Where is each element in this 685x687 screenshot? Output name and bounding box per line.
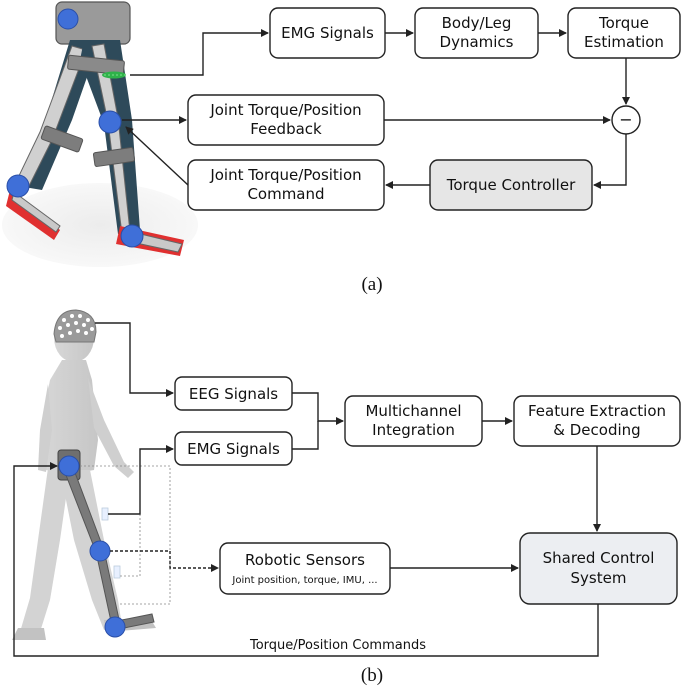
knee-joint-icon (98, 110, 122, 134)
hip-joint-icon (57, 8, 79, 30)
panel-b-boxes: EEG Signals EMG Signals Multichannel Int… (174, 376, 681, 605)
panel-a-boxes: EMG Signals Body/Leg Dynamics Torque Est… (187, 7, 681, 211)
joint-feedback-label-2: Feedback (250, 120, 322, 138)
exoskeleton-legs-illustration (2, 1, 198, 267)
panel-b-arrows (13, 322, 601, 657)
body-leg-dynamics-label-1: Body/Leg (442, 14, 512, 32)
caption-a: (a) (361, 274, 382, 295)
feature-extraction-label-1: Feature Extraction (528, 402, 666, 420)
joint-feedback-label-1: Joint Torque/Position (209, 101, 361, 119)
torque-controller-label: Torque Controller (446, 176, 576, 194)
front-ankle-joint-icon (120, 224, 144, 248)
eeg-signals-label: EEG Signals (189, 385, 278, 403)
emg-signals-label-b: EMG Signals (187, 440, 280, 458)
emg-signals-label: EMG Signals (281, 24, 374, 42)
exo-ankle-joint-icon (104, 616, 126, 638)
multichannel-label-2: Integration (372, 421, 455, 439)
exo-hip-joint-icon (58, 455, 80, 477)
rear-ankle-joint-icon (6, 174, 30, 198)
joint-command-label-2: Command (247, 185, 324, 203)
shared-control-label-1: Shared Control (543, 549, 655, 567)
human-with-exoskeleton-illustration (12, 309, 171, 640)
multichannel-label-1: Multichannel (365, 402, 461, 420)
shared-control-label-2: System (571, 569, 627, 587)
torque-estimation-label-2: Estimation (584, 33, 664, 51)
caption-b: (b) (361, 665, 383, 686)
emg-electrode-icon (102, 71, 126, 79)
robotic-sensors-label: Robotic Sensors (245, 551, 365, 569)
body-leg-dynamics-label-2: Dynamics (440, 33, 514, 51)
robotic-sensors-sublabel: Joint position, torque, IMU, ... (231, 575, 377, 586)
torque-estimation-label-1: Torque (598, 14, 649, 32)
knee-to-robotic-sensors-arrow (110, 550, 219, 572)
torque-estimation-box (567, 7, 681, 59)
torque-position-commands-label: Torque/Position Commands (249, 638, 426, 653)
feature-extraction-label-2: & Decoding (553, 421, 640, 439)
eeg-cap-icon (53, 309, 97, 343)
joint-command-label-1: Joint Torque/Position (209, 166, 361, 184)
panel-a-arrows (122, 29, 630, 189)
minus-symbol: − (619, 110, 632, 129)
exo-knee-joint-icon (89, 540, 111, 562)
